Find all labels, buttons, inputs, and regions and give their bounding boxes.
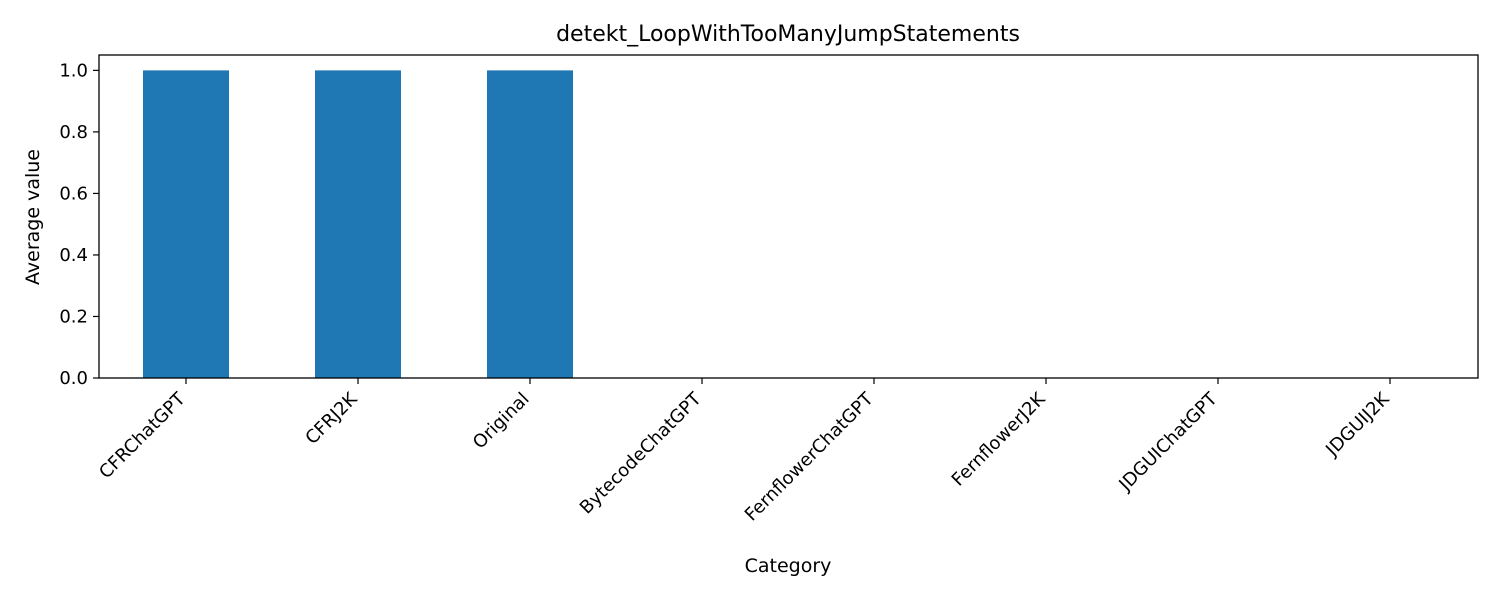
- bar-CFRJ2K: [315, 70, 401, 378]
- bar-CFRChatGPT: [143, 70, 229, 378]
- chart-title: detekt_LoopWithTooManyJumpStatements: [556, 22, 1020, 47]
- y-tick-label: 0.0: [59, 368, 88, 389]
- x-axis-label: Category: [745, 555, 832, 577]
- y-tick-label: 1.0: [59, 60, 88, 81]
- plot-frame: [98, 54, 1479, 379]
- bar-Original: [487, 70, 573, 378]
- y-axis-label: Average value: [22, 149, 44, 285]
- y-tick-label: 0.4: [59, 245, 88, 266]
- y-tick-label: 0.2: [59, 306, 88, 327]
- y-tick-label: 0.8: [59, 122, 88, 143]
- y-tick-label: 0.6: [59, 183, 88, 204]
